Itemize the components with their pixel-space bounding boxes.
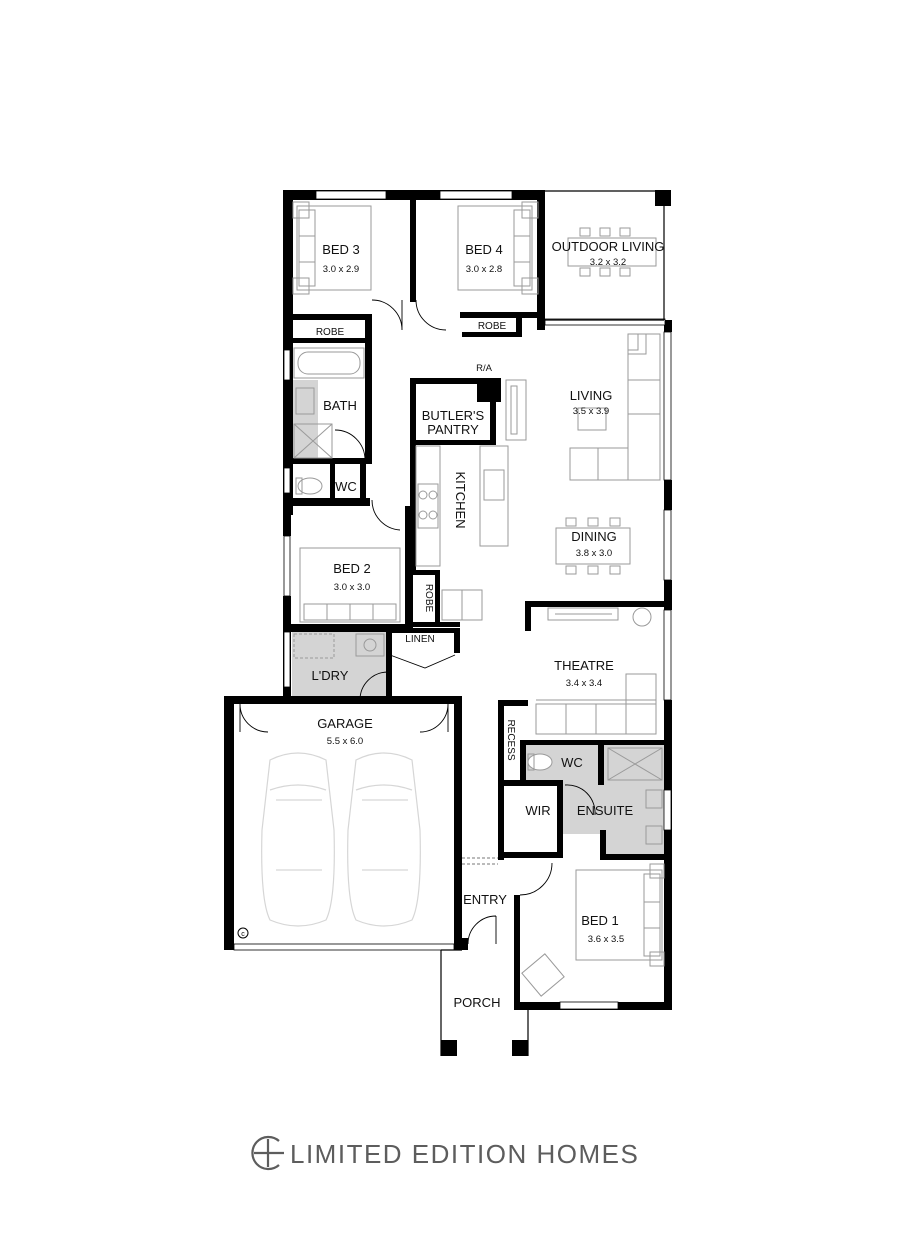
living-label: LIVING xyxy=(570,388,613,403)
bed2-size: 3.0 x 3.0 xyxy=(334,582,370,593)
room-labels: BED 3 3.0 x 2.9 BED 4 3.0 x 2.8 OUTDOOR … xyxy=(312,239,665,1010)
ldry-label: L'DRY xyxy=(312,668,349,683)
living-size: 3.5 x 3.9 xyxy=(573,406,609,417)
kitchen-label: KITCHEN xyxy=(453,471,468,528)
bed4-label: BED 4 xyxy=(465,242,503,257)
recess-label: RECESS xyxy=(505,719,516,760)
robe4-label: ROBE xyxy=(478,321,507,332)
porch-label: PORCH xyxy=(454,995,501,1010)
bed1-size: 3.6 x 3.5 xyxy=(588,934,624,945)
doors xyxy=(239,299,596,945)
ra-label: R/A xyxy=(476,363,493,374)
copyright-icon xyxy=(237,927,249,939)
robe2-label: ROBE xyxy=(423,584,434,613)
butlers-label-2: PANTRY xyxy=(427,422,479,437)
ensuite-label: ENSUITE xyxy=(577,803,634,818)
bed3-label: BED 3 xyxy=(322,242,360,257)
outdoor-label: OUTDOOR LIVING xyxy=(552,239,665,254)
butlers-label-1: BUTLER'S xyxy=(422,408,485,423)
entry-label: ENTRY xyxy=(463,892,507,907)
bed2-label: BED 2 xyxy=(333,561,371,576)
furniture xyxy=(292,201,665,997)
garage-cars xyxy=(261,752,421,927)
dining-label: DINING xyxy=(571,529,617,544)
bed1-label: BED 1 xyxy=(581,913,619,928)
theatre-size: 3.4 x 3.4 xyxy=(566,678,602,689)
wir-label: WIR xyxy=(525,803,550,818)
wc2-label: WC xyxy=(561,755,583,770)
brand-name: LIMITED EDITION HOMES xyxy=(290,1139,640,1169)
theatre-label: THEATRE xyxy=(554,658,614,673)
dining-size: 3.8 x 3.0 xyxy=(576,548,612,559)
bed4-size: 3.0 x 2.8 xyxy=(466,264,502,275)
bath-label: BATH xyxy=(323,398,357,413)
linen-label: LINEN xyxy=(405,634,434,645)
garage-label: GARAGE xyxy=(317,716,373,731)
wc1-label: WC xyxy=(335,479,357,494)
circle-plus-logo-icon xyxy=(251,1135,284,1171)
bed3-size: 3.0 x 2.9 xyxy=(323,264,359,275)
copyright-mark: c xyxy=(241,931,245,938)
brand-footer: LIMITED EDITION HOMES xyxy=(248,1133,658,1173)
windows xyxy=(233,190,672,1010)
garage-size: 5.5 x 6.0 xyxy=(327,736,363,747)
robe3-label: ROBE xyxy=(316,327,345,338)
outdoor-size: 3.2 x 3.2 xyxy=(590,257,626,268)
